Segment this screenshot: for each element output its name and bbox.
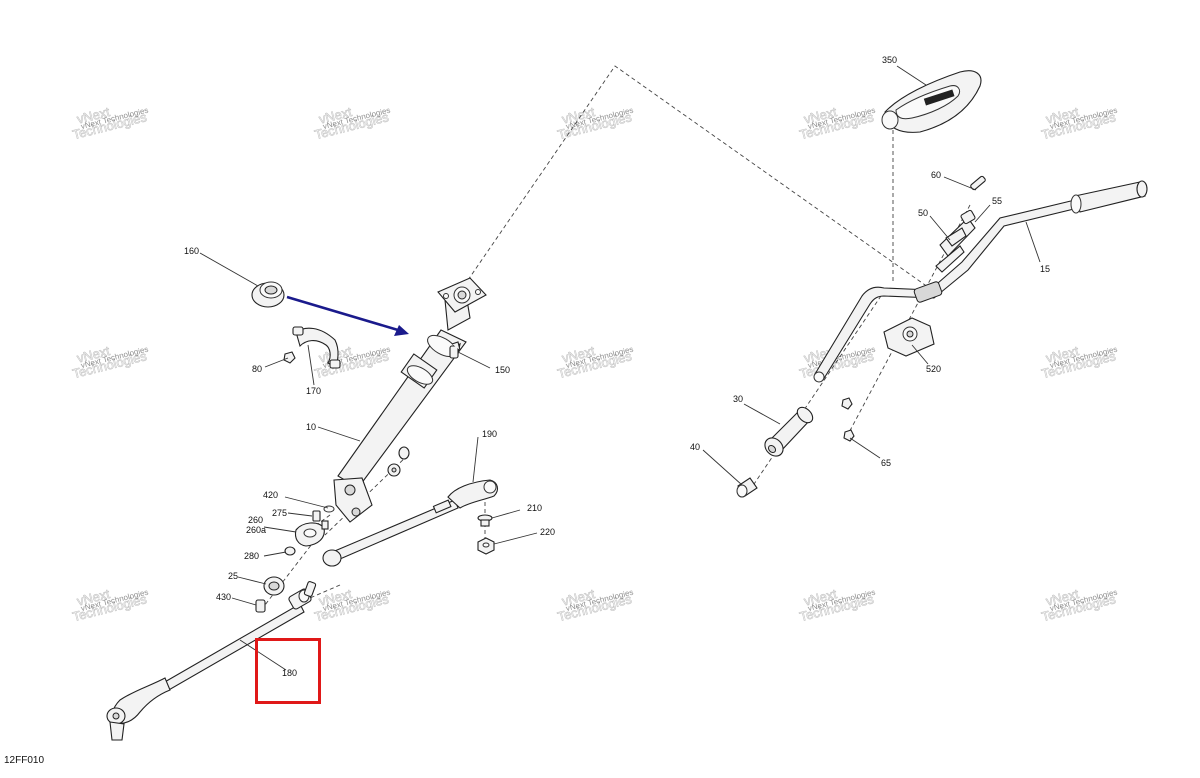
end-cap-40[interactable]: [736, 477, 758, 498]
callout-60: 60: [931, 170, 941, 180]
assembly-guides: [264, 65, 971, 606]
direction-arrow: [286, 295, 409, 336]
callout-275: 275: [272, 508, 287, 518]
leader-lines: [199, 65, 1041, 671]
callout-160: 160: [184, 246, 199, 256]
bolt-150[interactable]: [449, 341, 461, 359]
handlebar-cover-350[interactable]: [881, 70, 982, 133]
callout-40: 40: [690, 442, 700, 452]
ball-joint-hardware-210-220[interactable]: [477, 514, 495, 555]
bearing-25[interactable]: [263, 576, 285, 596]
callout-170: 170: [306, 386, 321, 396]
steering-column[interactable]: [333, 277, 487, 523]
nut-80[interactable]: [283, 351, 296, 364]
nuts-65[interactable]: [841, 397, 855, 442]
clamp-520[interactable]: [883, 317, 935, 357]
callout-150: 150: [495, 365, 510, 375]
callout-260a: 260a: [246, 525, 266, 535]
callout-190: 190: [482, 429, 497, 439]
callout-30: 30: [733, 394, 743, 404]
callout-180: 180: [282, 668, 297, 678]
grip-30[interactable]: [761, 404, 815, 459]
callout-220: 220: [540, 527, 555, 537]
callout-50: 50: [918, 208, 928, 218]
callout-80: 80: [252, 364, 262, 374]
callout-10: 10: [306, 422, 316, 432]
handlebar-15[interactable]: [813, 180, 1148, 383]
clamp-170[interactable]: [292, 326, 341, 369]
callout-260: 260: [248, 515, 263, 525]
callout-420: 420: [263, 490, 278, 500]
callout-55: 55: [992, 196, 1002, 206]
tie-rod-190[interactable]: [322, 479, 499, 567]
bolt-430[interactable]: [255, 599, 266, 613]
callout-15: 15: [1040, 264, 1050, 274]
bushing-160[interactable]: [251, 281, 285, 308]
tie-rod-180[interactable]: [106, 581, 317, 741]
callout-25: 25: [228, 571, 238, 581]
callout-350: 350: [882, 55, 897, 65]
callout-labels: 10 15 25 30 40 50 55 60 65 80 150 160 17…: [184, 55, 1050, 678]
callout-65: 65: [881, 458, 891, 468]
callout-280: 280: [244, 551, 259, 561]
callout-430: 430: [216, 592, 231, 602]
highlight-box-180: [255, 638, 321, 704]
callout-210: 210: [527, 503, 542, 513]
drawing-id-label: 12FF010: [4, 755, 45, 766]
column-hardware[interactable]: [284, 446, 410, 556]
callout-520: 520: [926, 364, 941, 374]
